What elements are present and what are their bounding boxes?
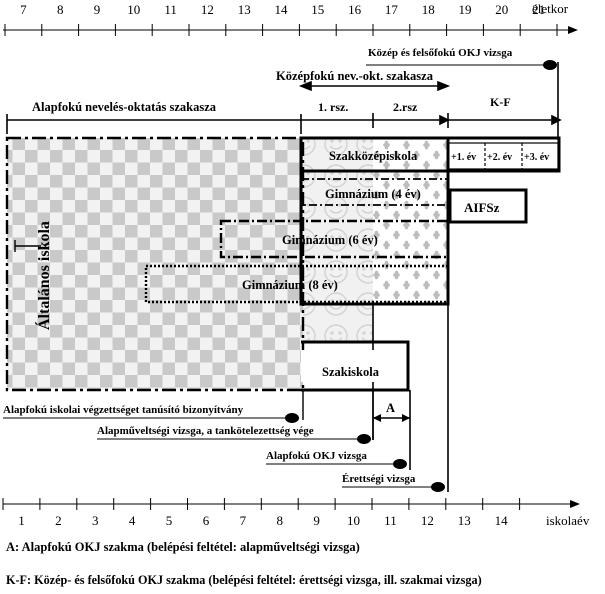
exam-alapmuveltsegi: Alapműveltségi vizsga, a tankötelezettsé…	[97, 425, 314, 437]
ev3-label: +3. év	[524, 152, 549, 163]
stage-alapfoku: Alapfokú nevelés-oktatás szakasza	[32, 100, 217, 114]
exam-erettsegi: Érettségi vizsga	[342, 473, 416, 485]
age-axis-label: életkor	[532, 1, 569, 16]
exam-kozep-felsofoku-marker	[366, 60, 557, 70]
school-year-tick-label: 13	[458, 513, 471, 528]
exam-alapfoku-okj: Alapfokú OKJ vizsga	[266, 450, 367, 462]
school-year-tick-label: 2	[55, 513, 62, 528]
school-year-tick-label: 9	[313, 513, 320, 528]
age-tick-label: 9	[94, 2, 101, 17]
szakkozepiskola-label: Szakközépiskola	[329, 149, 418, 163]
gimnazium-4-label: Gimnázium (4 év)	[325, 187, 421, 201]
szakiskola-label: Szakiskola	[322, 365, 380, 379]
school-year-tick-label: 12	[421, 513, 434, 528]
legend-kf: K-F: Közép- és felsőfokú OKJ szakma (bel…	[6, 573, 482, 587]
gimnazium-6-label: Gimnázium (6 év)	[282, 233, 378, 247]
legend-a: A: Alapfokú OKJ szakma (belépési feltéte…	[6, 540, 360, 554]
szakiskola-block	[301, 340, 410, 392]
age-tick-label: 20	[495, 2, 508, 17]
age-tick-label: 18	[422, 2, 435, 17]
gimnazium-6-block	[219, 219, 450, 259]
exam-kozep-felsofoku: Közép és felsőfokú OKJ vizsga	[368, 47, 513, 59]
stage-brackets	[6, 62, 562, 140]
school-year-tick-label: 6	[203, 513, 210, 528]
exam-alapmuveltsegi-marker	[97, 434, 371, 444]
ev1-label: +1. év	[451, 152, 476, 163]
altalanos-iskola-block	[7, 138, 303, 390]
exam-alapfoku-bizonyitvany: Alapfokú iskolai végzettséget tanúsító b…	[3, 404, 244, 416]
age-tick-label: 13	[238, 2, 251, 17]
school-year-tick-label: 11	[384, 513, 397, 528]
school-year-tick-label: 5	[166, 513, 173, 528]
aifsz-block	[448, 188, 528, 224]
stage-kf: K-F	[490, 95, 511, 109]
a-label: A	[386, 401, 395, 415]
szakkozepiskola-block	[299, 136, 561, 173]
age-tick-marks	[4, 24, 558, 36]
age-tick-labels: 7 8 9 10 11 12 13 14 15 16 17 18 19 20 21	[20, 2, 545, 17]
school-year-axis	[3, 500, 580, 508]
age-tick-label: 12	[201, 2, 214, 17]
school-year-tick-label: 1	[18, 513, 25, 528]
aifsz-label: AIFSz	[464, 200, 500, 215]
kf-years-strip	[447, 142, 559, 170]
school-year-tick-label: 4	[129, 513, 136, 528]
age-tick-label: 11	[164, 2, 177, 17]
age-tick-label: 14	[275, 2, 289, 17]
school-year-tick-label: 7	[240, 513, 247, 528]
altalanos-iskola-label: Általános iskola	[34, 221, 53, 330]
age-tick-label: 10	[127, 2, 140, 17]
age-tick-label: 21	[532, 2, 545, 17]
altalanos-outline	[5, 136, 305, 392]
ev2-label: +2. év	[487, 152, 512, 163]
age-tick-label: 7	[20, 2, 27, 17]
age-tick-label: 17	[385, 2, 399, 17]
exam-alapfoku-bizonyitvany-marker	[3, 413, 299, 423]
stage-rsz2: 2.rsz	[393, 100, 418, 114]
school-year-tick-label: 10	[347, 513, 360, 528]
school-year-tick-label: 8	[277, 513, 284, 528]
age-axis	[3, 26, 578, 34]
school-year-tick-label: 14	[495, 513, 509, 528]
exam-erettsegi-marker	[342, 482, 445, 492]
exam-alapfoku-okj-marker	[266, 459, 407, 469]
stage-rsz1: 1. rsz.	[318, 100, 348, 114]
school-year-tick-marks	[2, 498, 521, 510]
gimnazium-8-label: Gimnázium (8 év)	[242, 278, 338, 292]
age-tick-label: 19	[459, 2, 472, 17]
age-tick-label: 16	[348, 2, 362, 17]
exam-markers	[302, 390, 374, 440]
school-year-tick-label: 3	[92, 513, 99, 528]
stage-kozepfoku: Középfokú nev.-okt. szakasza	[276, 69, 434, 83]
school-year-axis-label: iskolaév	[546, 513, 590, 528]
age-tick-label: 8	[57, 2, 64, 17]
age-tick-label: 15	[311, 2, 324, 17]
